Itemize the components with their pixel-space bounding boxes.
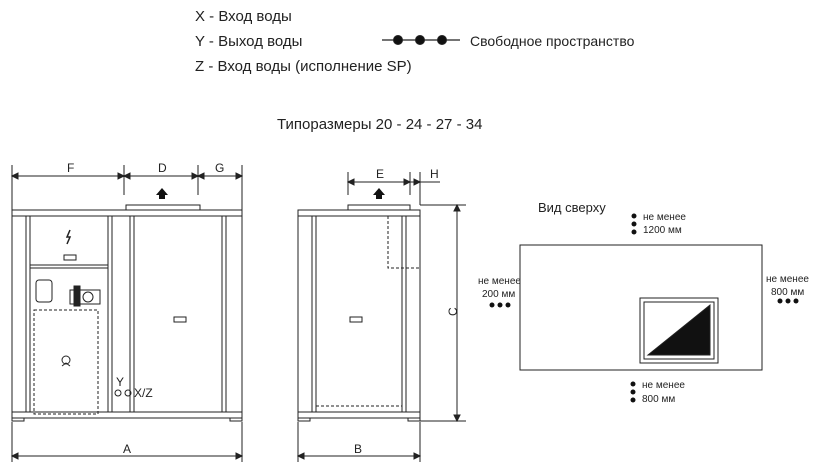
conn-xz-label: X/Z bbox=[134, 386, 153, 400]
conn-y-label: Y bbox=[116, 375, 124, 389]
dim-h-label: H bbox=[430, 167, 439, 181]
clearance-bottom-icon bbox=[630, 381, 636, 403]
legend-x-inlet: X - Вход воды bbox=[195, 8, 292, 25]
top-view bbox=[519, 244, 763, 371]
dim-d-label: D bbox=[158, 161, 167, 175]
clearance-bottom-value: 800 мм bbox=[642, 394, 675, 405]
front-view bbox=[10, 165, 244, 462]
dim-b-label: B bbox=[354, 442, 362, 456]
top-view-title: Вид сверху bbox=[538, 200, 606, 215]
clearance-right-value: 800 мм bbox=[771, 287, 804, 298]
free-space-symbol-icon bbox=[382, 35, 460, 45]
clearance-right-label: не менее bbox=[766, 274, 809, 285]
side-view bbox=[296, 172, 466, 462]
clearance-bottom-label: не менее bbox=[642, 380, 685, 391]
clearance-left-icon bbox=[489, 302, 511, 308]
dim-c-label: C bbox=[446, 307, 460, 316]
clearance-right-icon bbox=[777, 298, 799, 304]
clearance-top-label: не менее bbox=[643, 212, 686, 223]
clearance-left-label: не менее bbox=[478, 276, 521, 287]
dim-e-label: E bbox=[376, 167, 384, 181]
legend-free-space: Свободное пространство bbox=[470, 33, 635, 49]
dim-g-label: G bbox=[215, 161, 224, 175]
clearance-top-value: 1200 мм bbox=[643, 225, 682, 236]
model-sizes-title: Типоразмеры 20 - 24 - 27 - 34 bbox=[277, 116, 483, 133]
legend-z-inlet-sp: Z - Вход воды (исполнение SP) bbox=[195, 58, 412, 75]
dim-f-label: F bbox=[67, 161, 74, 175]
clearance-left-value: 200 мм bbox=[482, 289, 515, 300]
clearance-top-icon bbox=[631, 213, 637, 235]
dim-a-label: A bbox=[123, 442, 131, 456]
legend-y-outlet: Y - Выход воды bbox=[195, 33, 303, 50]
